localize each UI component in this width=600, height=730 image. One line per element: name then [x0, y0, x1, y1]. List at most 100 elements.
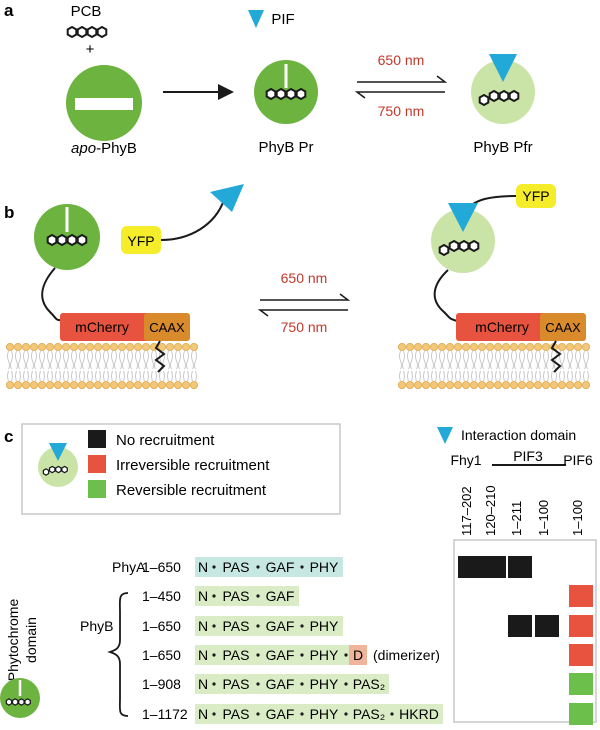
lipid-tail	[71, 370, 77, 382]
reverse-wavelength-a: 750 nm	[378, 103, 425, 119]
lipid-tail	[63, 370, 69, 382]
domain-box	[195, 645, 211, 665]
b-right-pif-bound-icon	[448, 203, 478, 232]
forward-wavelength-b: 650 nm	[281, 270, 328, 286]
lipid-tail	[399, 350, 405, 370]
lipid-head	[413, 380, 422, 389]
lipid-head	[173, 342, 182, 351]
lipid-tail	[127, 350, 133, 370]
group-pif3: PIF3	[513, 448, 543, 464]
matrix-cell	[569, 703, 593, 725]
lipid-tail	[511, 370, 517, 382]
lipid-tail	[503, 350, 509, 370]
domain-label: PAS	[223, 647, 250, 663]
b-left-caax-label: CAAX	[149, 320, 185, 335]
domain-label: PHY	[310, 647, 339, 663]
domain-box	[217, 645, 255, 665]
lipid-tail	[447, 370, 453, 382]
domain-dot	[344, 682, 348, 686]
lipid-head	[102, 342, 111, 351]
b-right-caax-bar	[540, 313, 586, 341]
lipid-head	[13, 342, 22, 351]
lipid-tail	[191, 350, 197, 370]
lipid-head	[558, 342, 567, 351]
lipid-tail	[503, 370, 509, 382]
domain-box	[195, 557, 211, 577]
domain-label: PHY	[310, 559, 339, 575]
domain-label: GAF	[266, 559, 295, 575]
domain-label: N	[198, 588, 208, 604]
domain-label: GAF	[266, 647, 295, 663]
lipid-tail	[495, 350, 501, 370]
construct-range: 1–450	[142, 588, 181, 604]
matrix-cell	[569, 615, 593, 637]
side-label-domain: domain	[23, 617, 39, 663]
lipid-head	[526, 342, 535, 351]
domain-dot	[256, 682, 260, 686]
lipid-head	[501, 380, 510, 389]
lipid-tail	[167, 370, 173, 382]
forward-wavelength-a: 650 nm	[378, 52, 425, 68]
lipid-head	[485, 380, 494, 389]
lipid-head	[149, 380, 158, 389]
b-left-linker	[41, 267, 68, 323]
lipid-tail	[39, 350, 45, 370]
group-pif6: PIF6	[563, 452, 593, 468]
b-right-linker	[433, 269, 461, 323]
lipid-head	[189, 342, 198, 351]
lipid-head	[165, 380, 174, 389]
legend-swatch	[88, 430, 106, 448]
lipid-head	[453, 380, 462, 389]
side-label-phytochrome: Phytochrome	[5, 599, 21, 682]
lipid-head	[469, 380, 478, 389]
domain-box	[261, 645, 299, 665]
lipid-head	[126, 380, 135, 389]
domain-label: PAS	[223, 559, 250, 575]
domain-dot	[256, 653, 260, 657]
lipid-tail	[95, 350, 101, 370]
lipid-head	[54, 380, 63, 389]
matrix-cell	[569, 644, 593, 666]
domain-dot	[300, 565, 304, 569]
domain-box	[217, 586, 255, 606]
interaction-domain-icon	[437, 427, 453, 444]
lipid-tail	[439, 370, 445, 382]
lipid-tail	[103, 350, 109, 370]
lipid-head	[189, 380, 198, 389]
lipid-tail	[7, 370, 13, 382]
domain-label: D	[353, 647, 363, 663]
domain-box	[305, 616, 343, 636]
lipid-tail	[415, 370, 421, 382]
lipid-tail	[159, 370, 165, 382]
lipid-head	[102, 380, 111, 389]
lipid-head	[29, 380, 38, 389]
lipid-tail	[575, 370, 581, 382]
lipid-tail	[87, 350, 93, 370]
b-left-mcherry-bar	[60, 313, 164, 341]
matrix-box	[453, 539, 597, 723]
domain-label: PHY	[310, 676, 339, 692]
lipid-tail	[55, 350, 61, 370]
legend-label: No recruitment	[116, 432, 215, 449]
lipid-tail	[463, 350, 469, 370]
column-label: 1–100	[570, 500, 585, 536]
domain-label: GAF	[266, 706, 295, 722]
lipid-head	[501, 342, 510, 351]
lipid-head	[62, 380, 71, 389]
lipid-head	[429, 380, 438, 389]
domain-label: PAS	[223, 618, 250, 634]
lipid-head	[437, 380, 446, 389]
lipid-head	[126, 342, 135, 351]
lipid-head	[62, 342, 71, 351]
b-right-yfp-label: YFP	[522, 188, 549, 204]
domain-dot	[256, 624, 260, 628]
domain-label: N	[198, 647, 208, 663]
domain-label: N	[198, 706, 208, 722]
column-label: 117–202	[459, 486, 474, 536]
lipid-tail	[399, 370, 405, 382]
b-right-mcherry-label: mCherry	[475, 319, 529, 335]
domain-box	[261, 674, 299, 694]
